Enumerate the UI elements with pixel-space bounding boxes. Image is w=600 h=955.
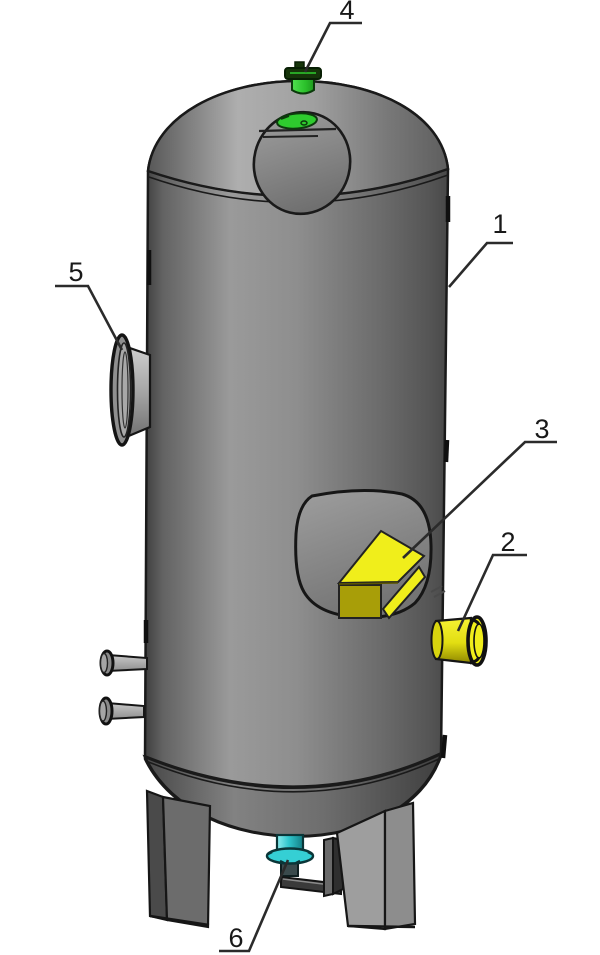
head-cutaway-opening [252,110,352,216]
side-manway-nozzle [109,333,152,447]
callout-4: 4 [303,0,362,73]
gauge-nozzle-lower [98,696,145,726]
edge-tick-marks [143,196,451,759]
callout-label-2: 2 [500,527,515,557]
leader-line-3 [402,440,557,559]
drain-fitting [265,833,315,865]
callout-label-4: 4 [339,0,354,25]
callout-label-6: 6 [228,923,243,953]
callout-5: 5 [55,257,124,351]
leader-line-2 [456,553,527,632]
leader-line-1 [448,241,513,288]
break-mark [430,585,446,598]
leader-line-5 [55,284,124,351]
support-leg-left [145,789,212,929]
bottom-head [142,751,444,838]
shell-cutaway-window [294,488,433,620]
internal-deflector [336,529,427,620]
callout-2: 2 [456,527,527,632]
outlet-nozzle [430,615,488,667]
callout-label-1: 1 [492,209,507,239]
gauge-nozzle-upper [99,649,148,677]
callout-label-5: 5 [68,257,83,287]
support-leg-right [335,801,417,931]
callout-1: 1 [448,209,513,288]
leader-line-6 [219,859,290,953]
weld-seam-bottom-2 [145,757,442,793]
top-valve-fitting [284,61,322,95]
leader-line-4 [303,21,362,73]
callout-label-3: 3 [534,414,549,444]
callout-3: 3 [402,414,557,559]
internal-inlet-fitting [276,112,318,130]
weld-seam-bottom [144,752,442,788]
callout-6: 6 [219,859,290,953]
